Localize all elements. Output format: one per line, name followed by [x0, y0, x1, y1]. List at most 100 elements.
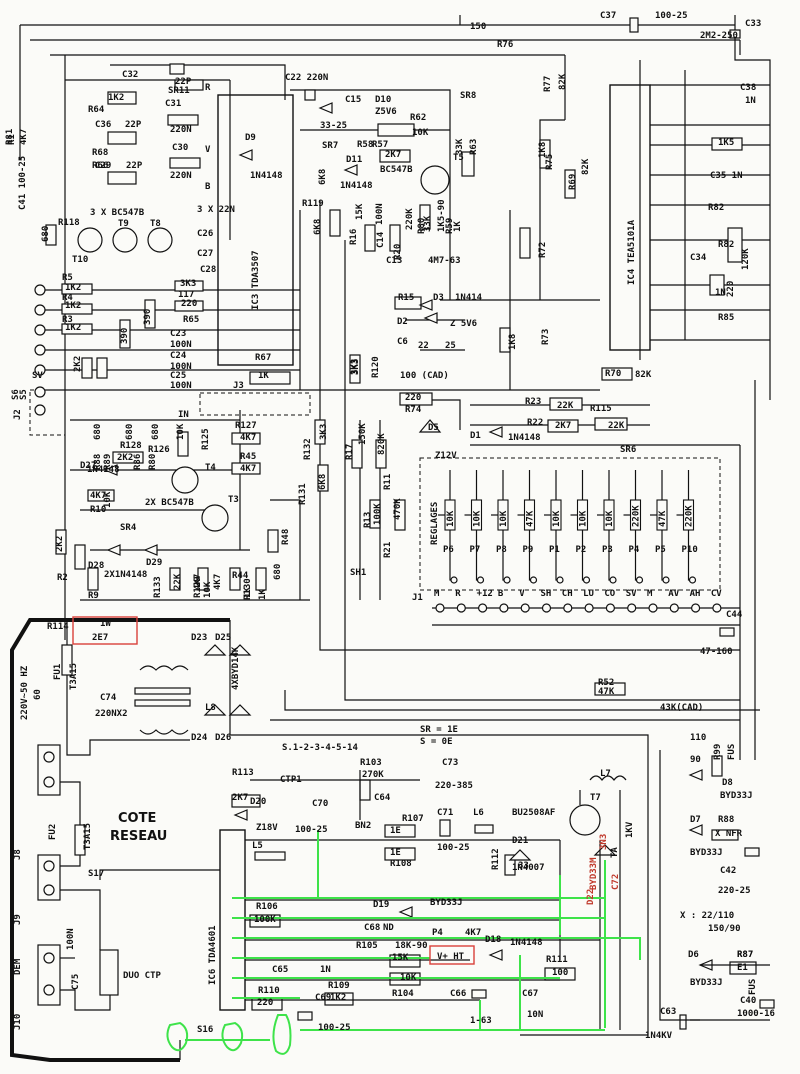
component-label: 100-25 — [655, 11, 688, 21]
resistor — [499, 327, 511, 353]
component-label: C72 — [611, 874, 621, 890]
j1-pin-label: AH — [690, 589, 701, 599]
j1-pin-label: M — [647, 589, 653, 599]
component-label: B — [205, 182, 211, 192]
green-highlight-traces — [166, 830, 641, 1055]
component-label: R82 — [718, 240, 734, 250]
component-label: D6 — [688, 950, 699, 960]
component-label: 1N4148 — [508, 433, 541, 443]
component-label: SR7 — [322, 141, 338, 151]
component-label: C38 — [740, 83, 756, 93]
component-label: R127 — [235, 421, 257, 431]
component-label: D25 — [215, 633, 231, 643]
component-label: R80 — [417, 218, 427, 234]
pot-name: P10 — [682, 545, 698, 555]
component-label: D27 — [80, 461, 96, 471]
component-label: X NFR — [715, 829, 743, 839]
component-label: R110 — [258, 986, 280, 996]
pot-value: 10K — [446, 510, 456, 527]
component-label: 150K — [358, 423, 368, 445]
component-label: 22 — [418, 341, 429, 351]
component-label: R115 — [590, 404, 612, 414]
component-label: FU2 — [48, 824, 58, 840]
component-label: Z12V — [435, 451, 457, 461]
resistor — [45, 224, 57, 246]
diodes-caps — [103, 17, 775, 1030]
component-label: 1N4148 — [250, 171, 283, 181]
pot-name: P7 — [470, 545, 481, 555]
component-label: 3K3 — [319, 424, 329, 440]
component-label: R129 — [193, 576, 203, 598]
component-label: SR4 — [120, 523, 137, 533]
component-label: 820K — [377, 433, 387, 455]
component-label: R13 — [363, 512, 373, 528]
component-label: BU2508AF — [512, 808, 555, 818]
component-label: C69 — [315, 993, 331, 1003]
component-label: SR6 — [620, 445, 636, 455]
component-label: TA — [610, 847, 620, 858]
left-input-pins — [34, 284, 46, 416]
component-label: C26 — [197, 229, 213, 239]
component-label: R128 — [120, 441, 142, 451]
component-label: R52 — [598, 678, 614, 688]
component-label: T7 — [590, 793, 601, 803]
component-label: 33K — [423, 215, 433, 232]
component-label: R87 — [737, 950, 753, 960]
component-label: 82K — [581, 158, 591, 175]
resistor — [249, 371, 291, 385]
resistor — [384, 824, 416, 838]
component-label: 1N4148 — [510, 938, 543, 948]
component-label: 100-25 — [437, 843, 470, 853]
component-label: C29 — [95, 161, 111, 171]
resistor — [317, 464, 329, 492]
component-label: R70 — [605, 369, 621, 379]
component-label: T9 — [118, 219, 129, 229]
component-label: C64 — [374, 793, 391, 803]
resistor — [169, 63, 185, 75]
component-label: R48 — [281, 529, 291, 545]
pot-name: P1 — [549, 545, 560, 555]
component-label: R103 — [360, 758, 382, 768]
component-label: 22K — [173, 573, 183, 590]
component-label: R75 — [545, 154, 555, 170]
component-label: 1N4KV — [645, 1031, 673, 1041]
component-label: R132 — [303, 438, 313, 460]
component-label: R105 — [356, 941, 378, 951]
resistor — [81, 357, 93, 379]
component-label: SR8 — [460, 91, 476, 101]
component-label: 10K — [176, 423, 186, 440]
ic3-label: IC3 TDA3507 — [251, 250, 261, 310]
component-label: 1-63 — [470, 1016, 492, 1026]
component-label: C35 1N — [710, 171, 743, 181]
component-label: 2E7 — [92, 633, 108, 643]
j1-pin — [605, 603, 616, 613]
component-label: BYD33J — [690, 848, 723, 858]
component-label: C42 — [720, 866, 736, 876]
component-label: R133 — [153, 576, 163, 598]
component-label: D22 — [586, 889, 596, 905]
component-label: T3A15 — [69, 663, 79, 690]
j1-pin-label: M — [434, 589, 440, 599]
transistors — [77, 165, 601, 836]
component-label: 33 — [518, 861, 529, 871]
component-label: 150/90 — [708, 924, 741, 934]
component-label: DEM — [13, 958, 23, 975]
component-label: R86 — [133, 454, 143, 470]
j1-name: J1 — [412, 593, 423, 603]
component-label: 25 — [445, 341, 456, 351]
component-label: 6K8 — [313, 219, 323, 235]
resistor — [461, 151, 475, 177]
component-label: 47-160 — [700, 647, 733, 657]
component-label: R11 — [383, 474, 393, 490]
component-label: 3N3 — [599, 834, 609, 850]
component-label: C31 — [165, 99, 181, 109]
component-label: C68 — [364, 923, 380, 933]
ic6-block: IC6 TDA4601 — [208, 829, 246, 1011]
mains-connectors — [37, 620, 220, 1011]
component-label: C13 — [386, 256, 402, 266]
component-label: 470K — [393, 498, 403, 520]
